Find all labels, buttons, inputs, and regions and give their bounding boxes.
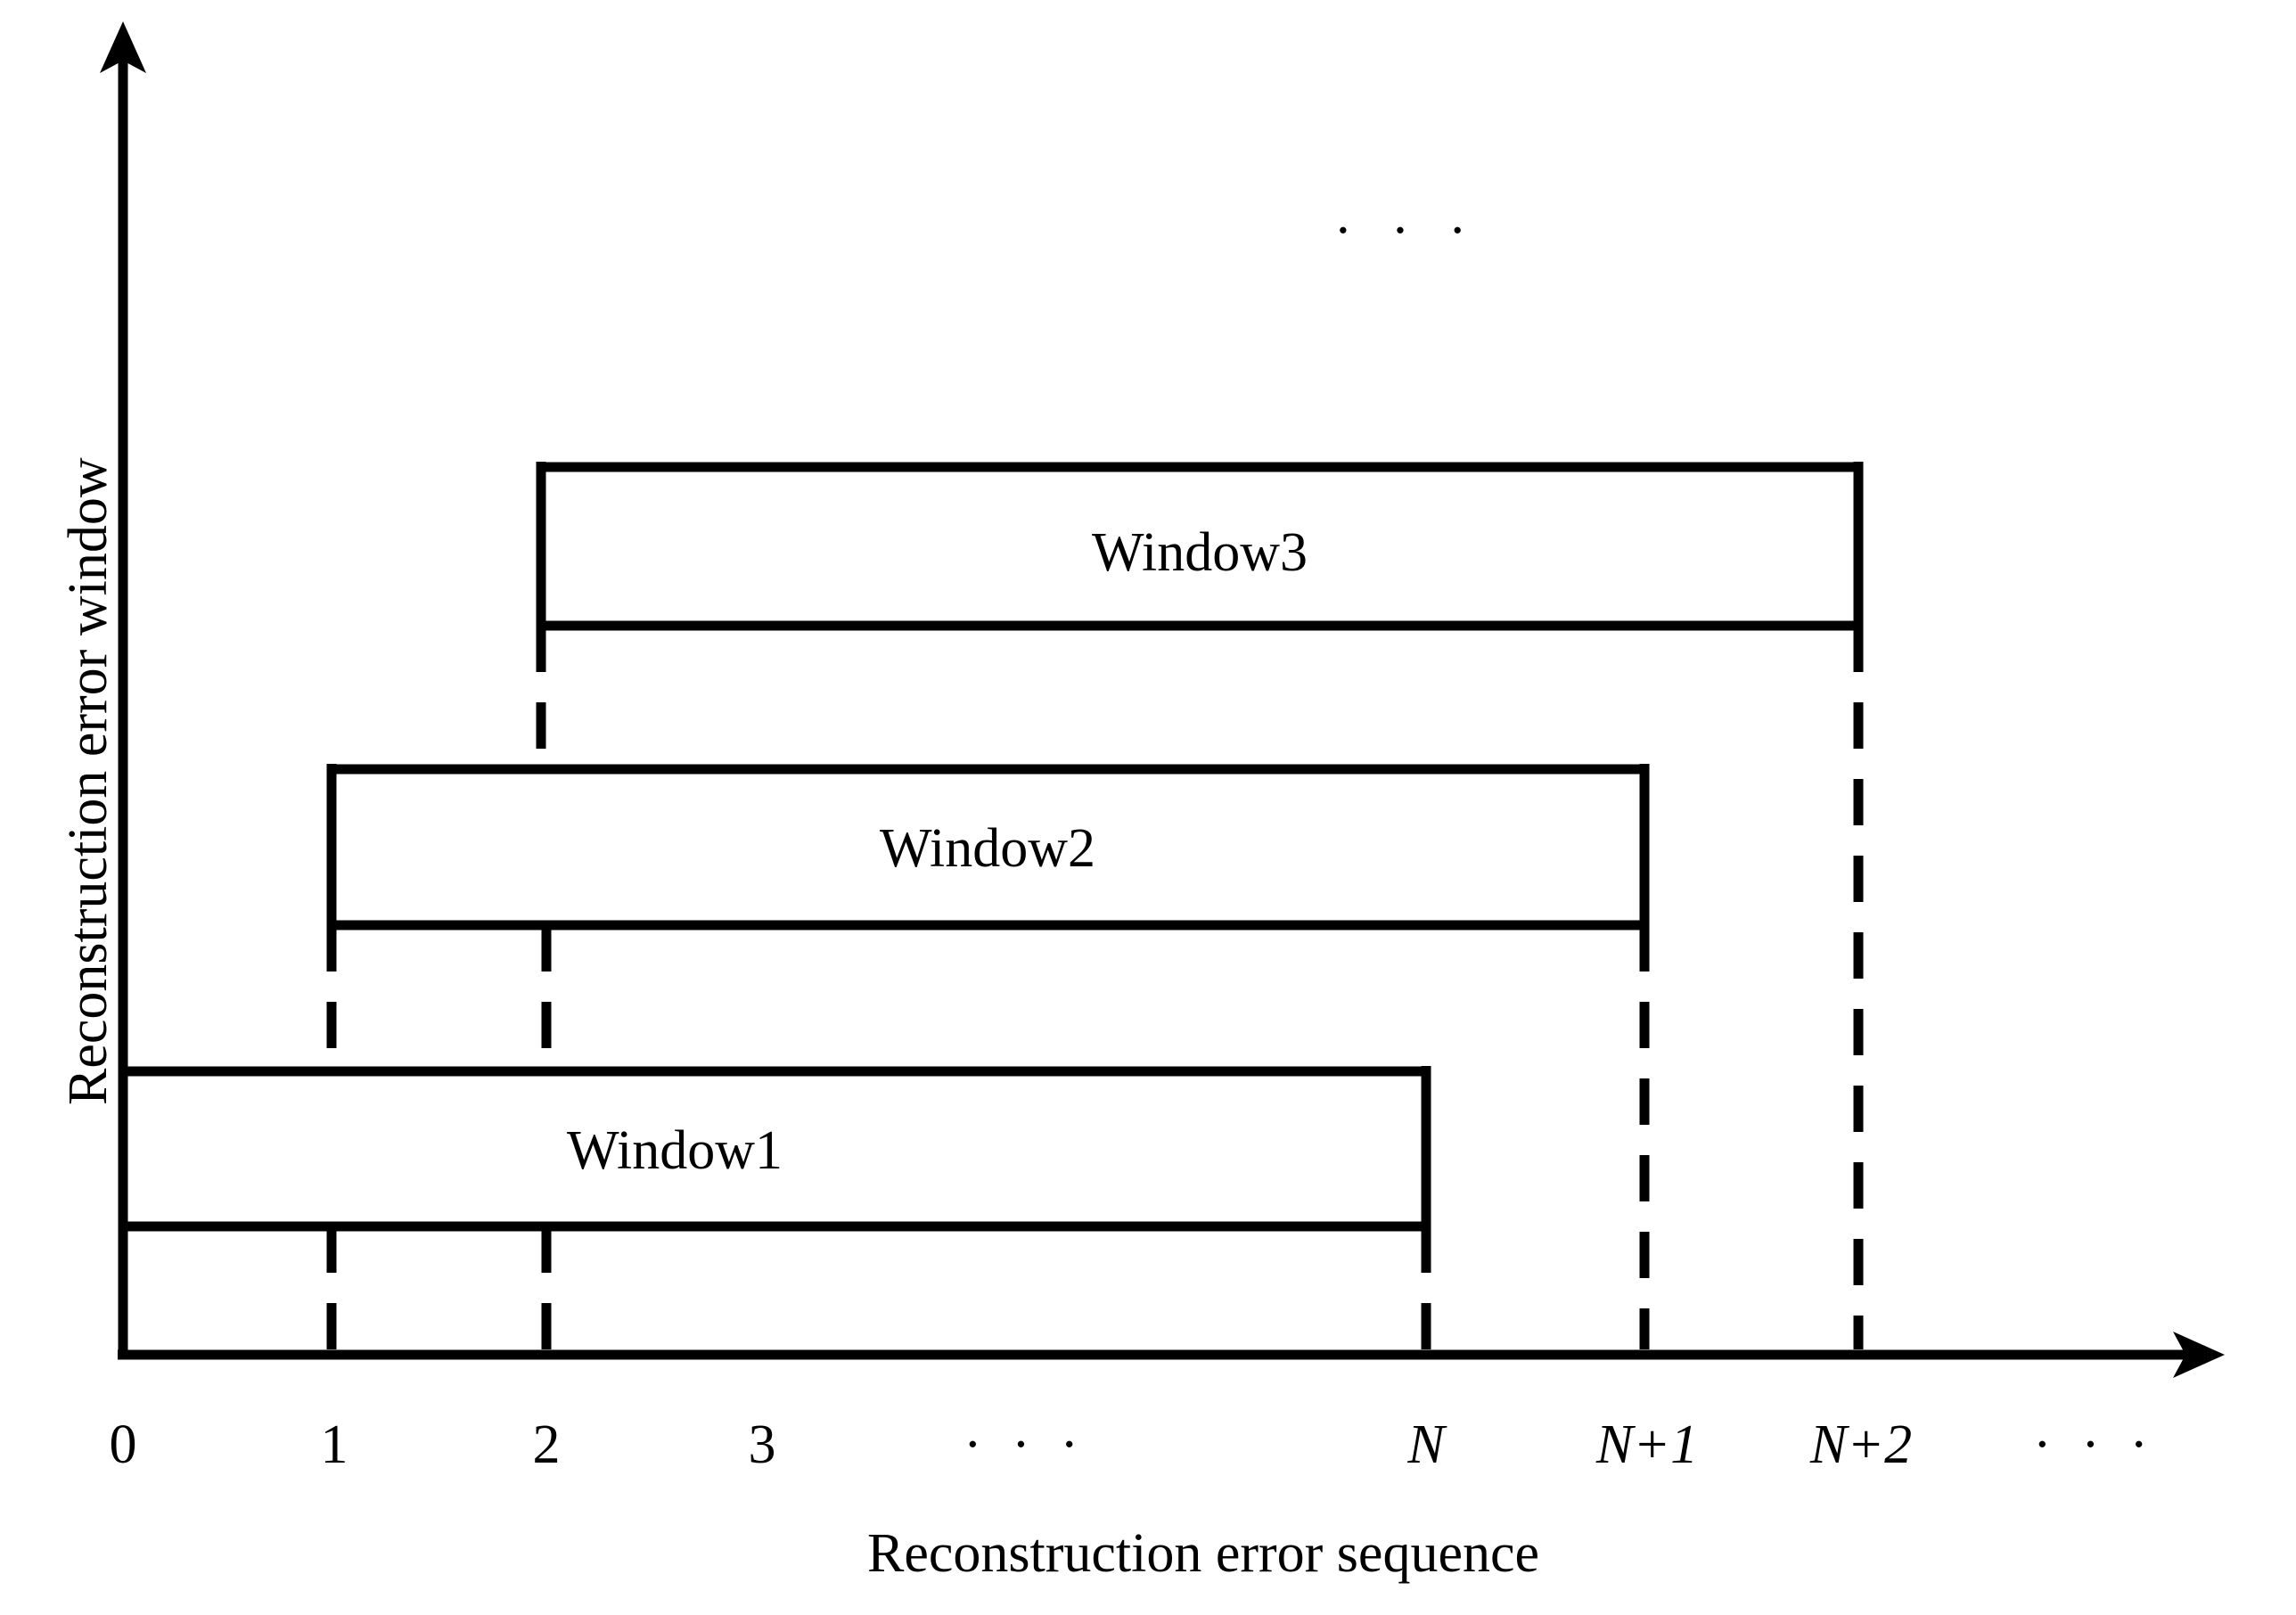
window1-box xyxy=(123,1066,1431,1232)
y-axis-arrowhead xyxy=(100,21,146,73)
x-axis-arrowhead xyxy=(2173,1332,2225,1378)
x-tick-label-2: 2 xyxy=(532,1414,561,1475)
x-tick-ellipsis-right: · · · xyxy=(2033,1414,2156,1475)
inter-box-dashed-ticks xyxy=(326,925,552,1349)
window3-label: Window3 xyxy=(1091,522,1308,583)
x-tick-ellipsis-middle: · · · xyxy=(964,1414,1086,1475)
y-axis xyxy=(100,21,146,1355)
x-tick-label-0: 0 xyxy=(109,1414,137,1475)
x-tick-label-1: 1 xyxy=(320,1414,348,1475)
x-tick-label-n-plus-1: N+1 xyxy=(1595,1414,1699,1475)
x-tick-label-n: N xyxy=(1407,1414,1445,1475)
y-axis-title: Reconstruction error window xyxy=(58,457,119,1105)
x-axis-title: Reconstruction error sequence xyxy=(866,1523,1540,1584)
x-tick-label-3: 3 xyxy=(748,1414,776,1475)
window3-box xyxy=(536,462,1864,631)
x-axis xyxy=(118,1332,2225,1378)
upper-ellipsis: · · · xyxy=(1333,201,1480,261)
window2-label: Window2 xyxy=(879,818,1096,879)
window1-label: Window1 xyxy=(566,1120,783,1181)
x-tick-label-n-plus-2: N+2 xyxy=(1809,1414,1913,1475)
